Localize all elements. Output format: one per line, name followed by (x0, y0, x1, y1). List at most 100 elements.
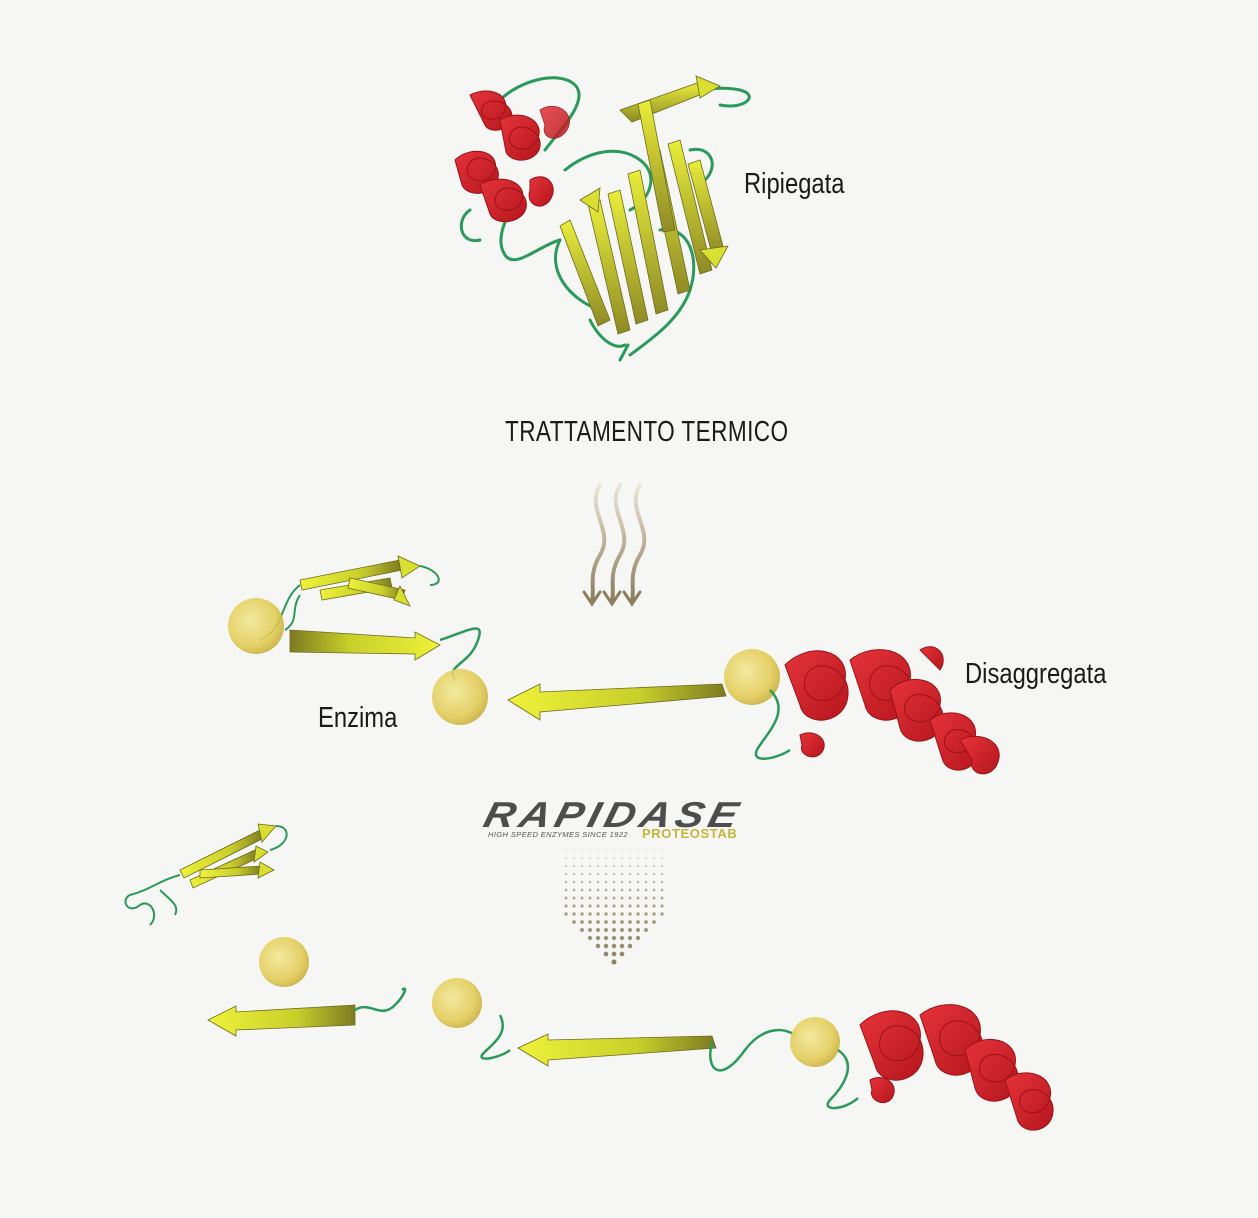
arrow-dot (621, 873, 623, 875)
enzyme-sphere (228, 598, 284, 654)
arrow-dot (612, 920, 616, 924)
arrow-dot (565, 865, 567, 867)
arrow-dot (620, 936, 624, 940)
arrow-dot (597, 865, 599, 867)
arrow-dot (628, 904, 631, 907)
arrow-dot (636, 920, 640, 924)
arrow-dot (604, 896, 607, 899)
arrow-dot (636, 896, 639, 899)
arrow-dot (628, 928, 632, 932)
arrow-dot (637, 889, 640, 892)
arrow-dot (637, 865, 639, 867)
arrow-dot (653, 865, 655, 867)
arrow-dot (629, 849, 631, 851)
arrow-dot (644, 904, 647, 907)
arrow-dot (620, 896, 623, 899)
arrow-dot (596, 920, 600, 924)
folded-protein (455, 76, 749, 360)
arrow-dot (645, 889, 648, 892)
arrow-dot (573, 881, 576, 884)
arrow-dot (620, 952, 625, 957)
arrow-dot (645, 849, 647, 851)
arrow-dot (636, 912, 640, 916)
arrow-dot (629, 857, 631, 859)
arrow-dot (628, 944, 632, 948)
arrow-dot (573, 873, 575, 875)
arrow-dot (645, 881, 648, 884)
arrow-dot (564, 896, 567, 899)
arrow-dot (653, 881, 656, 884)
arrow-dot (637, 849, 639, 851)
arrow-dot (597, 889, 600, 892)
arrow-dot (605, 865, 607, 867)
arrow-dot (645, 857, 647, 859)
arrow-dot (589, 857, 591, 859)
arrow-dot (597, 881, 600, 884)
arrow-dot (564, 912, 568, 916)
heat-arrows-icon (584, 485, 644, 604)
arrow-dot (588, 904, 591, 907)
arrow-dot (612, 960, 617, 965)
arrow-dot (596, 936, 600, 940)
arrow-dot (621, 849, 623, 851)
arrow-dot (612, 936, 616, 940)
arrow-dot (612, 896, 615, 899)
arrow-dot (565, 873, 567, 875)
enzyme-sphere (259, 937, 309, 987)
dotted-arrow-icon (564, 849, 664, 964)
arrow-dot (580, 920, 584, 924)
arrow-dot (620, 920, 624, 924)
arrow-dot (588, 928, 592, 932)
arrow-dot (612, 952, 617, 957)
arrow-dot (645, 873, 647, 875)
arrow-dot (572, 904, 575, 907)
arrow-dot (628, 920, 632, 924)
arrow-dot (605, 881, 608, 884)
arrow-dot (588, 896, 591, 899)
arrow-dot (637, 881, 640, 884)
arrow-dot (573, 857, 575, 859)
alpha-helix (860, 1005, 1053, 1131)
arrow-dot (644, 896, 647, 899)
arrow-dot (589, 889, 592, 892)
arrow-dot (613, 865, 615, 867)
arrow-dot (581, 849, 583, 851)
arrow-dot (661, 849, 663, 851)
heat-treatment-label: TRATTAMENTO TERMICO (505, 416, 788, 449)
arrow-dot (588, 920, 592, 924)
arrow-dot (653, 849, 655, 851)
small-beta-sheet (260, 556, 439, 640)
arrow-dot (596, 896, 599, 899)
arrow-dot (596, 944, 600, 948)
arrow-dot (652, 920, 656, 924)
arrow-dot (581, 857, 583, 859)
arrow-dot (581, 873, 583, 875)
arrow-dot (613, 857, 615, 859)
arrow-dot (636, 904, 639, 907)
arrow-dot (613, 889, 616, 892)
arrow-dot (605, 889, 608, 892)
arrow-dot (580, 928, 584, 932)
enzyme-label: Enzima (318, 702, 397, 735)
arrow-dot (604, 936, 608, 940)
arrow-dot (613, 873, 615, 875)
arrow-dot (589, 865, 591, 867)
arrow-dot (653, 889, 656, 892)
arrow-dot (621, 881, 624, 884)
degraded-protein (125, 824, 1053, 1130)
arrow-dot (652, 904, 655, 907)
arrow-dot (644, 928, 648, 932)
arrow-dot (604, 944, 608, 948)
arrow-dot (572, 912, 576, 916)
arrow-dot (604, 920, 608, 924)
brand-tagline: HIGH SPEED ENZYMES SINCE 1922 (488, 830, 628, 839)
arrow-dot (596, 912, 600, 916)
arrow-dot (596, 904, 599, 907)
arrow-dot (637, 873, 639, 875)
arrow-dot (620, 928, 624, 932)
arrow-dot (652, 912, 656, 916)
arrow-dot (589, 881, 592, 884)
arrow-dot (660, 912, 664, 916)
